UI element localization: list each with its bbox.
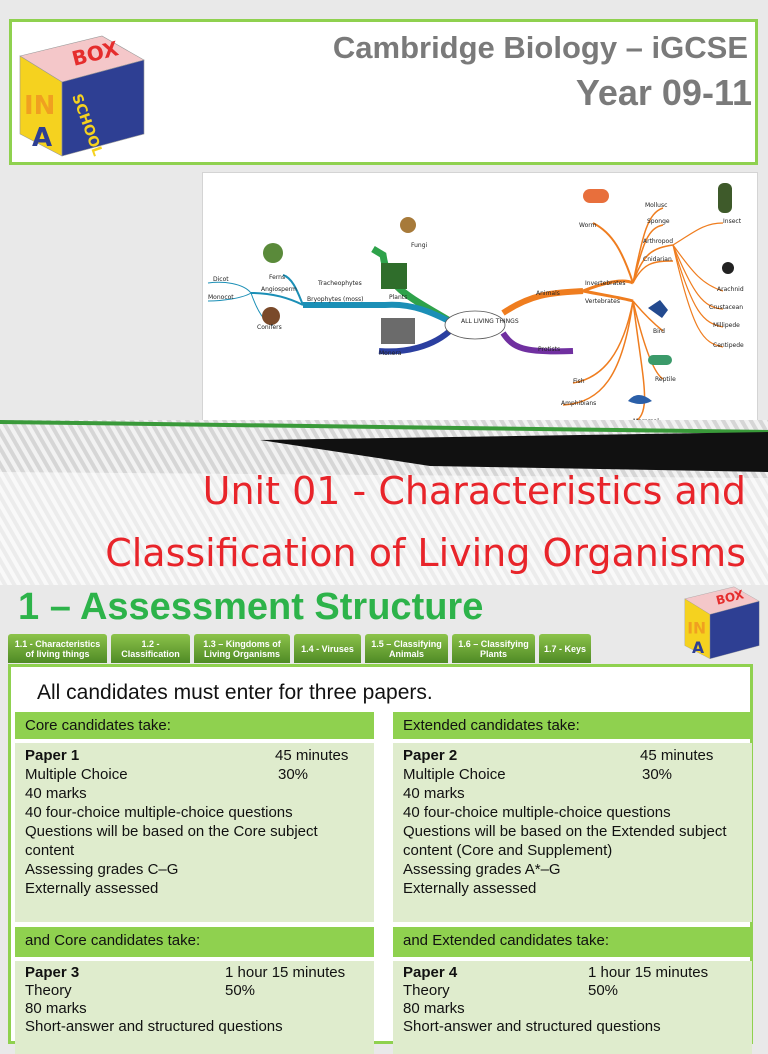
paper-3-line: Short-answer and structured questions <box>25 1018 283 1035</box>
tab-classifying-animals[interactable]: 1.5 – Classifying Animals <box>365 634 448 663</box>
paper-2-line: Assessing grades A*–G <box>403 861 561 878</box>
extended-column: Extended candidates take: Paper 2 45 minu… <box>393 712 752 1054</box>
svg-text:A: A <box>32 123 52 153</box>
paper-2-block: Paper 2 45 minutes Multiple Choice 30% 40 … <box>393 743 752 922</box>
unit-title-line-1: Unit 01 - Characteristics and <box>202 469 746 513</box>
svg-text:BOX: BOX <box>715 587 746 608</box>
mind-map-invertebrates-label: Invertebrates <box>585 280 625 287</box>
mind-map-fish-label: Fish <box>573 378 585 385</box>
paper-2-name: Paper 2 <box>403 747 458 764</box>
mind-map-arthropod-label: Arthropod <box>643 238 673 245</box>
paper-2-time: 45 minutes <box>640 747 714 764</box>
core-and-heading: and Core candidates take: <box>15 927 374 957</box>
paper-2-weight: 30% <box>642 766 673 783</box>
mind-map-insect-label: Insect <box>723 218 742 225</box>
paper-2-line: Questions will be based on the Extended … <box>403 823 727 859</box>
mind-map-dicot-label: Dicot <box>213 276 229 283</box>
svg-text:A: A <box>692 639 704 657</box>
unit-title: Unit 01 - Characteristics and Classifica… <box>6 460 746 584</box>
mind-map-plants-label: Plants <box>389 294 407 301</box>
mind-map-conifers-label: Conifers <box>257 324 282 331</box>
mind-map-amphibians-label: Amphibians <box>561 400 596 407</box>
tab-classification[interactable]: 1.2 - Classification <box>111 634 190 663</box>
in-a-box-school-logo-small: BOX IN A <box>684 586 760 660</box>
tab-viruses[interactable]: 1.4 - Viruses <box>294 634 361 663</box>
mind-map-centipede-label: Centipede <box>713 342 744 349</box>
decorative-stripe-band <box>0 420 768 585</box>
paper-4-name: Paper 4 <box>403 964 458 981</box>
extended-and-heading: and Extended candidates take: <box>393 927 752 957</box>
core-column: Core candidates take: Paper 1 45 minutes … <box>15 712 374 1054</box>
paper-1-name: Paper 1 <box>25 747 80 764</box>
mind-map-monera-label: Monera <box>379 350 402 357</box>
paper-1-block: Paper 1 45 minutes Multiple Choice 30% 40 … <box>15 743 374 922</box>
core-heading: Core candidates take: <box>15 712 374 739</box>
mind-map-animals-label: Animals <box>536 290 560 297</box>
svg-text:IN: IN <box>687 620 706 638</box>
section-title: 1 – Assessment Structure <box>18 586 484 628</box>
unit-title-line-2: Classification of Living Organisms <box>105 531 746 575</box>
tab-classifying-plants[interactable]: 1.6 – Classifying Plants <box>452 634 535 663</box>
classification-mind-map: ALL LIVING THINGS Fungi Plants Monera Pr… <box>202 172 758 431</box>
mind-map-ferns-label: Ferns <box>269 274 285 281</box>
tab-characteristics[interactable]: 1.1 - Characteristics of living things <box>8 634 107 663</box>
paper-3-time: 1 hour 15 minutes <box>225 964 346 981</box>
paper-4-type: Theory <box>403 982 450 999</box>
assessment-content: All candidates must enter for three pape… <box>8 664 753 1054</box>
svg-text:IN: IN <box>24 91 55 121</box>
mind-map-bird-label: Bird <box>653 328 665 335</box>
paper-2-type: Multiple Choice <box>403 766 506 783</box>
mind-map-protists-label: Protists <box>538 346 560 353</box>
paper-1-line: 40 marks <box>25 785 87 802</box>
mind-map-fungi-label: Fungi <box>411 242 428 249</box>
paper-3-line: 80 marks <box>25 1000 87 1017</box>
tab-kingdoms[interactable]: 1.3 – Kingdoms of Living Organisms <box>194 634 290 663</box>
paper-4-line: 80 marks <box>403 1000 465 1017</box>
paper-4-weight: 50% <box>588 982 619 999</box>
paper-3-name: Paper 3 <box>25 964 80 981</box>
mind-map-millipede-label: Millipede <box>713 322 740 329</box>
mind-map-reptile-label: Reptile <box>655 376 676 383</box>
paper-2-line: 40 marks <box>403 785 465 802</box>
intro-text: All candidates must enter for three pape… <box>37 681 433 704</box>
paper-3-weight: 50% <box>225 982 256 999</box>
mind-map-bryophytes-label: Bryophytes (moss) <box>307 296 364 303</box>
paper-4-line: Short-answer and structured questions <box>403 1018 661 1035</box>
extended-heading: Extended candidates take: <box>393 712 752 739</box>
paper-2-line: 40 four-choice multiple-choice questions <box>403 804 671 821</box>
paper-1-type: Multiple Choice <box>25 766 128 783</box>
mind-map-cnidarian-label: Cnidarian <box>643 256 672 263</box>
mind-map-angiosperm-label: Angiosperm <box>261 286 297 293</box>
paper-1-line: Externally assessed <box>25 880 159 897</box>
mind-map-vertebrates-label: Vertebrates <box>585 298 620 305</box>
mind-map-worm-label: Worm <box>579 222 597 229</box>
paper-3-block: Paper 3 1 hour 15 minutes Theory 50% 80 ma… <box>15 961 374 1054</box>
mind-map-tracheophytes-label: Tracheophytes <box>317 280 362 287</box>
paper-1-line: Questions will be based on the Core subj… <box>25 823 318 859</box>
in-a-box-school-logo: BOX IN A SCHOOL <box>19 35 145 158</box>
paper-4-time: 1 hour 15 minutes <box>588 964 709 981</box>
mind-map-arachnid-label: Arachnid <box>717 286 744 293</box>
paper-1-line: 40 four-choice multiple-choice questions <box>25 804 293 821</box>
paper-1-time: 45 minutes <box>275 747 349 764</box>
paper-1-line: Assessing grades C–G <box>25 861 179 878</box>
tab-keys[interactable]: 1.7 - Keys <box>539 634 591 663</box>
mind-map-sponge-label: Sponge <box>647 218 670 225</box>
mind-map-center-label: ALL LIVING THINGS <box>461 318 519 325</box>
mind-map-monocot-label: Monocot <box>208 294 234 301</box>
paper-3-type: Theory <box>25 982 72 999</box>
mind-map-crustacean-label: Crustacean <box>709 304 743 311</box>
paper-4-block: Paper 4 1 hour 15 minutes Theory 50% 80 ma… <box>393 961 752 1054</box>
paper-2-line: Externally assessed <box>403 880 537 897</box>
paper-1-weight: 30% <box>278 766 309 783</box>
course-title: Cambridge Biology – iGCSE <box>332 30 748 65</box>
mind-map-mollusc-label: Mollusc <box>645 202 667 209</box>
year-title: Year 09-11 <box>575 72 752 113</box>
